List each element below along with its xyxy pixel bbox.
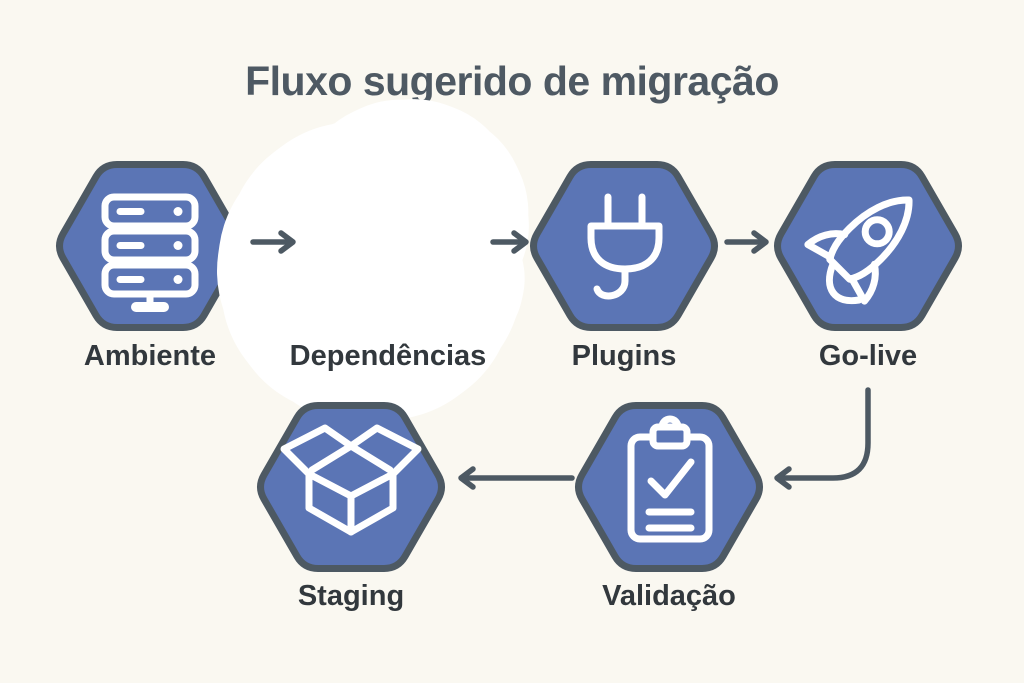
node-hex-plugins	[534, 165, 715, 328]
node-label-validacao: Validação	[602, 580, 736, 612]
node-hex-go-live	[778, 165, 959, 328]
node-label-go-live: Go-live	[818, 340, 918, 372]
connector-arrow-dependencias-plugins	[490, 230, 529, 254]
gears-icon	[332, 186, 453, 309]
open-box-icon	[280, 424, 422, 536]
node-hex-dependencias	[302, 165, 483, 328]
rocket-icon	[804, 196, 913, 305]
node-hex-staging	[261, 406, 442, 569]
connector-arrow-validacao-staging	[458, 466, 575, 490]
node-hex-ambiente	[60, 165, 241, 328]
page-title: Fluxo sugerido de migração	[245, 58, 779, 104]
connector-arrow-go-live-validacao	[774, 387, 871, 490]
connector-arrow-ambiente-dependencias	[250, 230, 296, 254]
node-label-ambiente: Ambiente	[83, 340, 217, 372]
node-label-staging: Staging	[297, 580, 405, 612]
node-label-plugins: Plugins	[571, 340, 677, 372]
connector-arrow-plugins-go-live	[724, 230, 769, 254]
server-icon	[101, 193, 199, 312]
clipboard-check-icon	[627, 415, 713, 543]
node-label-dependencias: Dependências	[289, 340, 487, 372]
node-hex-validacao	[579, 406, 760, 569]
plug-icon	[587, 193, 663, 300]
